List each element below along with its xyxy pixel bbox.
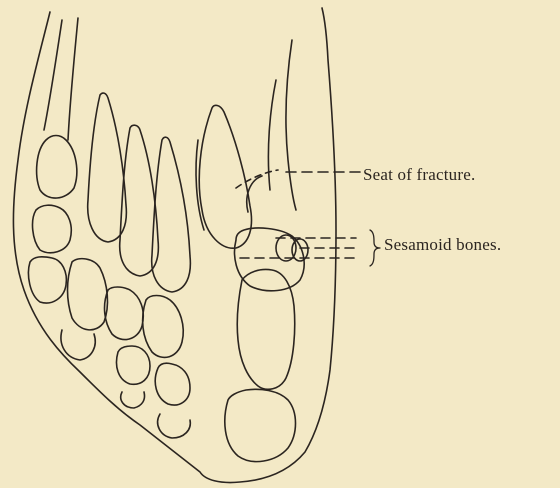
great-toe-metatarsal	[199, 105, 251, 248]
third-toe-middle	[105, 287, 144, 340]
great-toe-proximal-phalanx	[237, 269, 295, 389]
first-metatarsal-shaft-left	[268, 80, 276, 190]
third-toe-tip	[121, 392, 145, 408]
sesamoid-brace	[370, 230, 380, 266]
first-metatarsal-head-outline	[247, 176, 262, 212]
second-toe-tip	[158, 414, 191, 438]
fourth-toe-middle	[68, 259, 108, 330]
third-toe-proximal	[117, 346, 151, 384]
second-toe-middle	[143, 296, 184, 358]
second-toe-proximal	[155, 363, 190, 405]
little-toe-distal	[37, 136, 77, 199]
fourth-toe-proximal	[61, 330, 95, 360]
sesamoid-bones-label: Sesamoid bones.	[384, 235, 501, 255]
little-toe-proximal	[28, 257, 66, 303]
toe-outline-5	[44, 20, 62, 130]
second-toe-distal	[152, 137, 191, 292]
great-toe-distal-phalanx	[225, 389, 296, 461]
seat-of-fracture-label: Seat of fracture.	[363, 165, 475, 185]
little-toe-middle	[33, 205, 72, 253]
toe-outline-4	[68, 18, 78, 140]
first-metatarsal-shaft-right	[286, 40, 296, 210]
